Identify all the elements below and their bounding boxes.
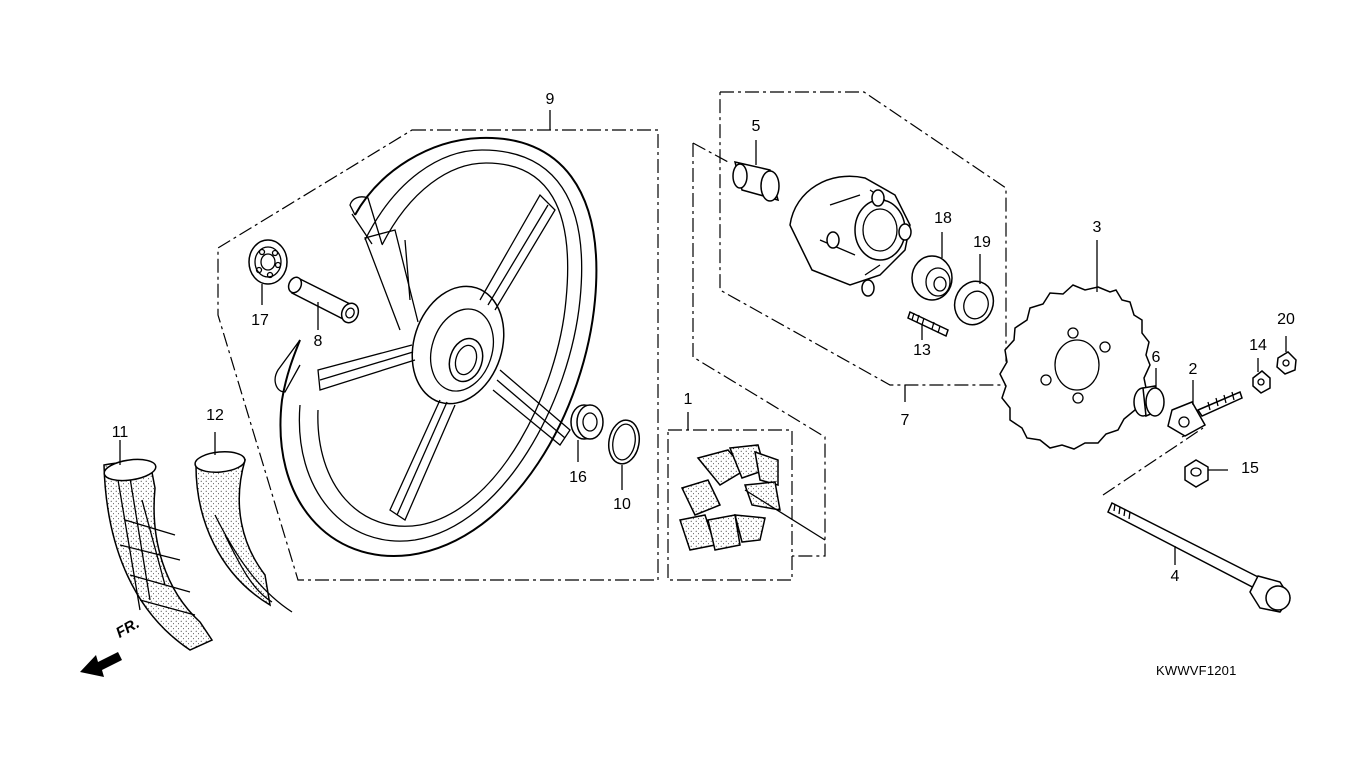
callout-8: 8: [313, 333, 323, 350]
callout-6: 6: [1151, 349, 1161, 366]
callout-3: 3: [1092, 219, 1102, 236]
callout-10: 10: [613, 496, 631, 513]
oil-seal-19: [953, 254, 995, 326]
bearing-17: [248, 239, 288, 305]
inner-tube-12: [194, 432, 293, 613]
hub-connector-top: [692, 142, 731, 164]
hub-collar-5: [732, 140, 780, 202]
nut-20: [1276, 336, 1297, 375]
nut-14: [1252, 358, 1271, 394]
damper-group-outline: [667, 429, 793, 581]
callout-2: 2: [1188, 361, 1198, 378]
bearing-18: [911, 232, 953, 301]
sprocket-hub-7: [789, 175, 912, 297]
callout-4: 4: [1170, 568, 1180, 585]
tire-11: [103, 440, 214, 651]
axle-nut-15: [1184, 459, 1228, 488]
bearing-16: [570, 404, 604, 462]
chain-adjuster-2: [1167, 380, 1243, 437]
rear-axle-4: [1107, 501, 1291, 613]
callout-9: 9: [545, 91, 555, 108]
callout-17: 17: [251, 312, 269, 329]
damper-rubbers-1: [679, 444, 826, 551]
callout-11: 11: [111, 424, 129, 441]
callout-20: 20: [1277, 311, 1295, 328]
callout-1: 1: [683, 391, 693, 408]
axle-collar-6: [1133, 368, 1165, 418]
axle-connector: [1102, 424, 1206, 496]
callout-18: 18: [934, 210, 952, 227]
callout-7: 7: [900, 412, 910, 429]
callout-14: 14: [1249, 337, 1267, 354]
distance-collar-8: [287, 276, 360, 330]
final-driven-sprocket-3: [999, 240, 1151, 450]
wheel-group-outline: [217, 129, 659, 581]
callout-12: 12: [206, 407, 224, 424]
rear-wheel-rim: [274, 136, 598, 557]
callout-13: 13: [913, 342, 931, 359]
callout-15: 15: [1241, 460, 1259, 477]
stud-bolt-13: [907, 310, 949, 340]
callout-5: 5: [751, 118, 761, 135]
hub-damper-connector: [692, 143, 826, 557]
oil-seal-10: [607, 419, 641, 490]
callout-19: 19: [973, 234, 991, 251]
diagram-code: KWWVF1201: [1156, 663, 1237, 678]
front-arrow-icon: [80, 652, 122, 677]
callout-16: 16: [569, 469, 587, 486]
